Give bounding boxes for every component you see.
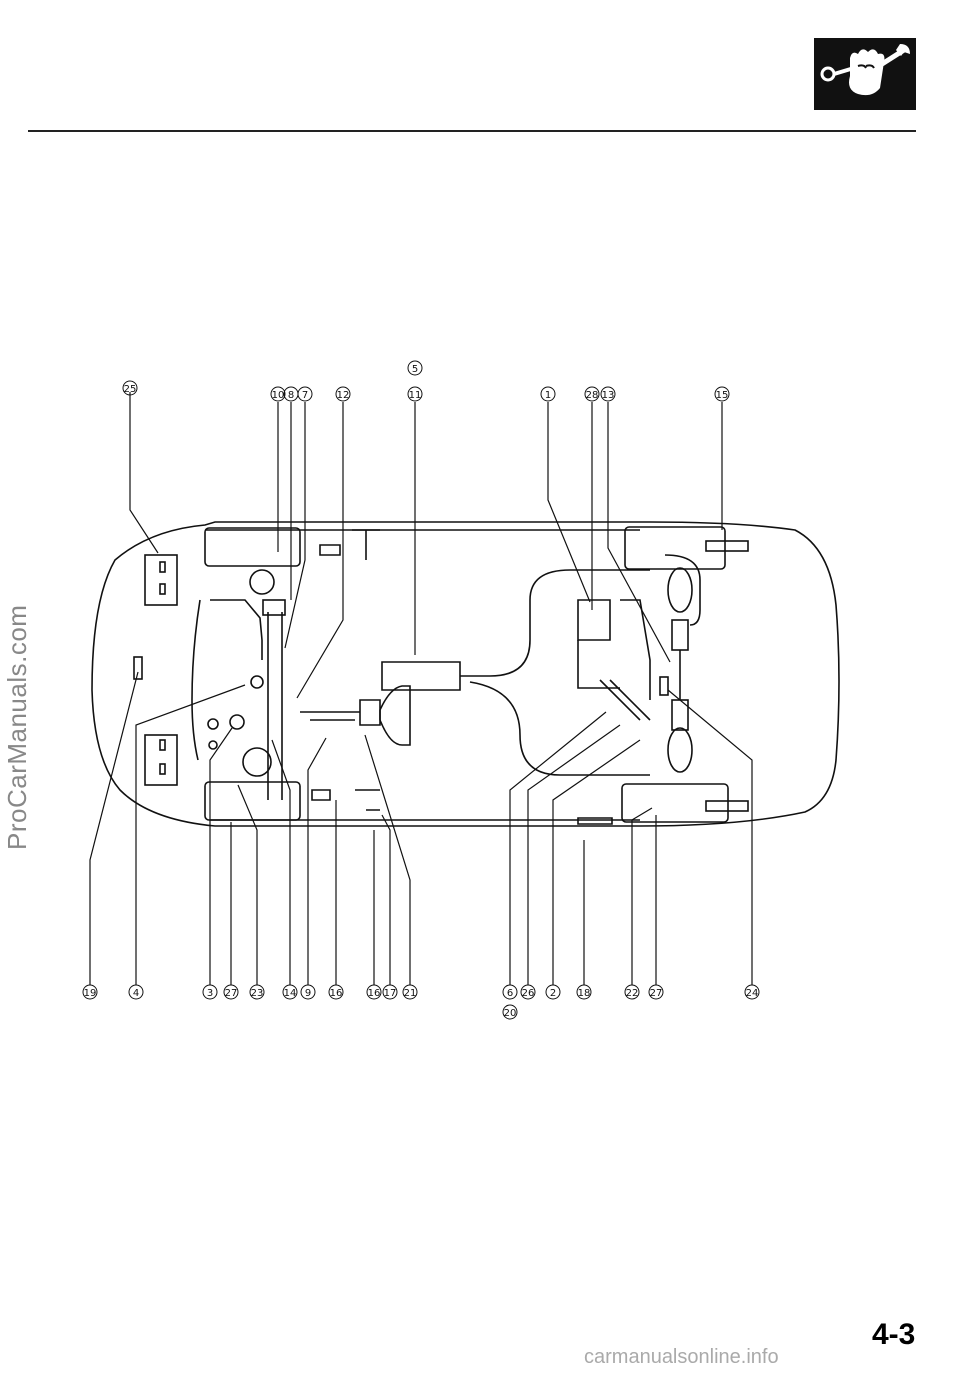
callout-16-single: 16 bbox=[330, 988, 343, 999]
callout-circles bbox=[82, 360, 760, 1020]
callout-27-rear: 27 bbox=[650, 988, 663, 999]
footer-watermark: carmanualsonline.info bbox=[584, 1346, 779, 1368]
callout-7: 7 bbox=[302, 390, 308, 401]
page-number: 4-3 bbox=[872, 1318, 916, 1351]
callout-2: 2 bbox=[550, 988, 556, 999]
callout-26: 26 bbox=[522, 988, 535, 999]
callout-28: 28 bbox=[586, 390, 599, 401]
callout-23: 23 bbox=[251, 988, 264, 999]
callout-10: 10 bbox=[272, 390, 285, 401]
callout-18: 18 bbox=[578, 988, 591, 999]
callout-6: 6 bbox=[507, 988, 513, 999]
callout-17: 17 bbox=[384, 988, 397, 999]
callout-4: 4 bbox=[133, 988, 139, 999]
callout-8: 8 bbox=[288, 390, 294, 401]
callout-14: 14 bbox=[284, 988, 297, 999]
callout-1: 1 bbox=[545, 390, 551, 401]
callout-13: 13 bbox=[602, 390, 615, 401]
callout-11: 11 bbox=[409, 390, 422, 401]
callout-21: 21 bbox=[404, 988, 417, 999]
leader-lines bbox=[89, 392, 753, 985]
wrench-fist-icon bbox=[814, 38, 916, 110]
callout-25: 25 bbox=[124, 384, 137, 395]
callout-9: 9 bbox=[305, 988, 311, 999]
callout-5: 5 bbox=[412, 364, 418, 375]
callout-labels: 25 10 8 7 12 5 11 1 28 13 15 19 4 3 27 2… bbox=[84, 364, 759, 1019]
callout-3: 3 bbox=[207, 988, 213, 999]
callout-20: 20 bbox=[504, 1008, 517, 1019]
callout-27-front: 27 bbox=[225, 988, 238, 999]
body-mounted-parts bbox=[133, 526, 749, 825]
callout-22: 22 bbox=[626, 988, 639, 999]
callout-12: 12 bbox=[337, 390, 350, 401]
callout-24: 24 bbox=[746, 988, 759, 999]
header-rule bbox=[28, 130, 916, 132]
callout-19: 19 bbox=[84, 988, 97, 999]
callout-16: 16 bbox=[368, 988, 381, 999]
callout-15: 15 bbox=[716, 390, 729, 401]
vehicle-body-outline bbox=[91, 521, 840, 827]
